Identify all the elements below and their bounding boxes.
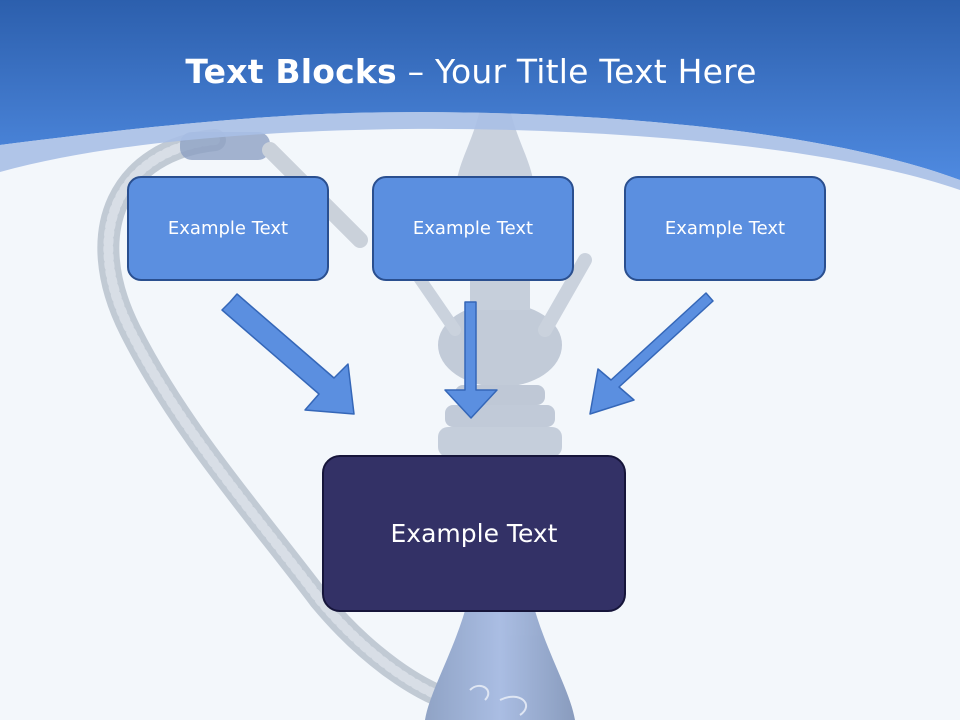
- target-block[interactable]: Example Text: [322, 455, 626, 612]
- text-block-2-label: Example Text: [412, 218, 534, 239]
- target-block-label: Example Text: [390, 519, 558, 548]
- text-block-3[interactable]: Example Text: [624, 176, 826, 281]
- title-rest: Your Title Text Here: [434, 52, 757, 91]
- text-block-2[interactable]: Example Text: [372, 176, 574, 281]
- title-bold: Text Blocks: [185, 52, 397, 91]
- title-dash: –: [396, 52, 435, 91]
- text-block-3-label: Example Text: [664, 218, 786, 239]
- text-block-1[interactable]: Example Text: [127, 176, 329, 281]
- slide-title: Text Blocks – Your Title Text Here: [0, 52, 942, 91]
- hookah-illustration: [97, 110, 592, 720]
- text-block-1-label: Example Text: [167, 218, 289, 239]
